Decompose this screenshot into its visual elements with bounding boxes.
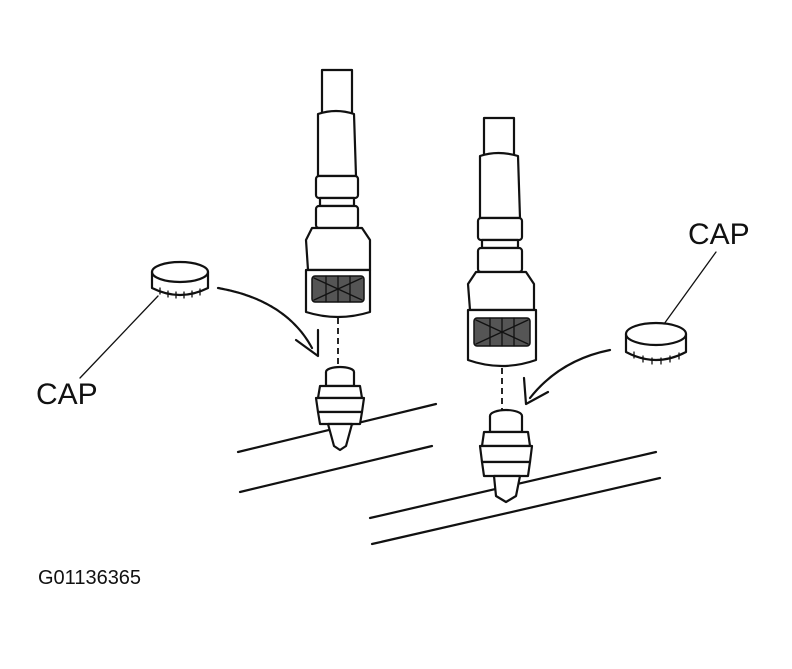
right-install-arrow bbox=[522, 348, 612, 406]
left-cap-leader bbox=[79, 295, 159, 379]
right-hose-coupler bbox=[466, 116, 538, 412]
left-cap bbox=[150, 260, 210, 299]
left-install-arrow bbox=[216, 286, 320, 358]
left-hose-coupler bbox=[304, 68, 372, 368]
left-service-port bbox=[314, 365, 366, 452]
cap-label-right: CAP bbox=[688, 218, 750, 251]
right-cap-leader bbox=[663, 251, 717, 325]
right-service-port bbox=[478, 408, 534, 504]
cap-label-left: CAP bbox=[36, 378, 98, 411]
figure-id: G01136365 bbox=[38, 567, 142, 589]
right-cap bbox=[624, 321, 688, 365]
